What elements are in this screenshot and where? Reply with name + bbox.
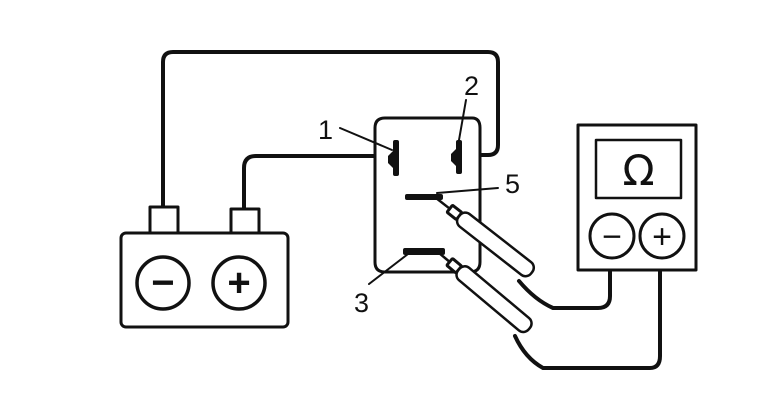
relay-terminal-3	[403, 248, 445, 255]
leader-line-1	[339, 127, 393, 151]
meter-positive-sign: +	[652, 218, 672, 256]
label-terminal-2: 2	[464, 71, 479, 101]
battery: − +	[119, 205, 290, 329]
battery-negative-sign: −	[151, 261, 174, 305]
meter-negative-sign: −	[602, 218, 622, 256]
meter-positive-symbol: +	[638, 212, 686, 260]
battery-positive-sign: +	[227, 261, 250, 305]
ohm-symbol: Ω	[622, 146, 654, 195]
probe-lead-negative	[517, 256, 612, 310]
battery-negative-symbol: −	[135, 255, 191, 311]
relay-terminal-2	[456, 140, 462, 174]
probe-upper	[434, 196, 536, 278]
label-terminal-5: 5	[505, 169, 520, 199]
battery-positive-post	[229, 207, 261, 237]
leader-line-5	[436, 187, 499, 194]
battery-positive-symbol: +	[211, 255, 267, 311]
clip-terminal-2	[451, 149, 456, 166]
relay-terminal-5	[405, 194, 443, 200]
relay-terminal-1	[393, 140, 399, 176]
probe-lead-positive	[513, 256, 662, 370]
leader-line-3	[368, 253, 409, 285]
meter-negative-symbol: −	[588, 212, 636, 260]
label-terminal-1: 1	[318, 115, 333, 145]
ohmmeter-display	[594, 138, 683, 200]
battery-positive-wire	[242, 154, 395, 212]
label-terminal-3: 3	[354, 288, 369, 318]
leader-line-2	[458, 99, 467, 141]
battery-negative-wire	[161, 50, 500, 210]
ohmmeter: Ω − +	[576, 123, 698, 272]
probe-lower	[434, 249, 533, 334]
clip-terminal-1	[388, 151, 393, 168]
battery-negative-post	[148, 205, 180, 237]
